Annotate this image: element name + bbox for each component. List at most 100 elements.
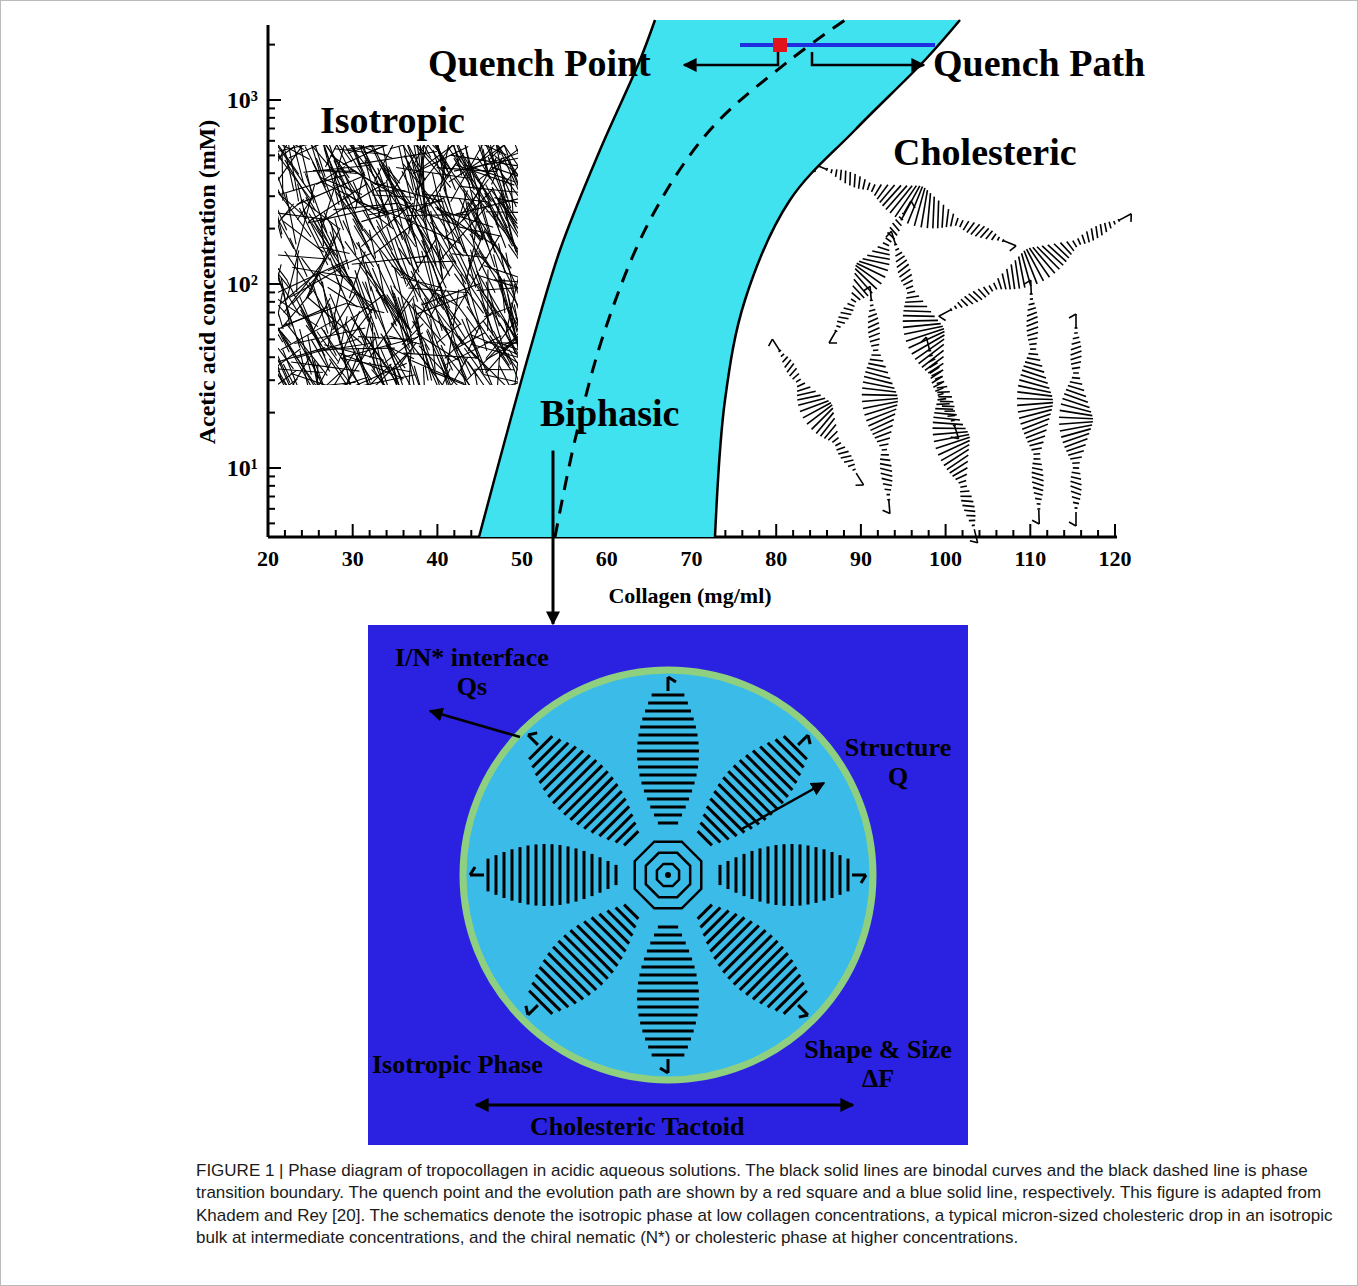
line-mark	[734, 765, 778, 809]
line-mark	[501, 336, 518, 349]
line-mark	[567, 846, 570, 903]
line-mark	[905, 301, 923, 302]
line-mark	[1061, 429, 1091, 437]
line-mark	[509, 145, 518, 190]
line-mark	[1024, 280, 1031, 284]
line-mark	[333, 145, 345, 186]
line-mark	[1030, 298, 1033, 300]
line-mark	[873, 349, 878, 351]
line-mark	[1035, 498, 1042, 499]
tick-label: 110	[1014, 547, 1046, 572]
line-mark	[955, 218, 958, 226]
line-mark	[870, 359, 883, 361]
line-mark	[847, 859, 850, 892]
line-mark	[415, 261, 456, 262]
line-mark	[1032, 468, 1043, 470]
y-tick	[268, 312, 275, 314]
line-mark	[889, 500, 890, 514]
x-tick	[809, 530, 811, 537]
line-mark	[1017, 403, 1053, 406]
line-mark	[938, 394, 944, 396]
line-mark	[1100, 224, 1102, 235]
line-mark	[278, 261, 289, 287]
cholesteric-tactoids	[769, 164, 1132, 543]
line-mark	[640, 726, 696, 729]
line-mark	[867, 183, 869, 190]
line-mark	[641, 782, 694, 785]
line-mark	[395, 196, 409, 222]
line-mark	[1017, 398, 1053, 401]
line-mark	[896, 220, 902, 226]
line-mark	[1019, 410, 1052, 419]
line-mark	[1072, 342, 1081, 345]
line-mark	[871, 354, 880, 356]
line-mark	[470, 234, 492, 269]
line-mark	[885, 488, 892, 490]
line-mark	[575, 848, 578, 901]
line-mark	[416, 317, 432, 381]
line-mark	[863, 179, 865, 189]
line-mark	[322, 282, 330, 327]
line-mark	[278, 145, 291, 198]
line-mark	[903, 315, 935, 317]
line-mark	[460, 186, 518, 193]
line-mark	[823, 849, 826, 900]
line-mark	[933, 422, 963, 424]
line-mark	[856, 473, 863, 485]
line-mark	[992, 234, 996, 240]
line-mark	[1027, 358, 1040, 360]
line-mark	[319, 219, 333, 246]
line-mark	[852, 469, 855, 470]
line-mark	[880, 459, 890, 460]
line-mark	[1015, 260, 1019, 288]
line-mark	[408, 161, 418, 197]
line-mark	[1029, 303, 1035, 304]
line-mark	[358, 359, 376, 385]
line-mark	[278, 254, 328, 259]
region-label: Biphasic	[540, 392, 679, 435]
line-mark	[343, 196, 363, 228]
line-mark	[863, 382, 895, 388]
line-mark	[1073, 372, 1079, 374]
line-mark	[391, 266, 457, 306]
line-mark	[869, 309, 875, 311]
line-mark	[499, 243, 505, 273]
line-mark	[487, 859, 490, 892]
tick-label: 10²	[227, 271, 258, 298]
line-mark	[767, 846, 770, 903]
line-mark	[868, 314, 877, 317]
line-mark	[951, 214, 954, 227]
line-mark	[1071, 477, 1081, 480]
line-mark	[267, 25, 270, 537]
line-mark	[1033, 487, 1043, 490]
line-mark	[384, 337, 413, 385]
x-tick	[928, 530, 930, 537]
quench-path-line	[740, 43, 935, 47]
line-mark	[882, 478, 893, 481]
tick-label: 120	[1099, 547, 1132, 572]
x-tick	[1114, 524, 1116, 537]
y-tick	[268, 379, 275, 381]
line-mark	[426, 203, 444, 259]
line-mark	[358, 337, 412, 340]
line-mark	[841, 456, 852, 458]
line-mark	[544, 751, 583, 790]
line-mark	[1109, 222, 1111, 229]
line-mark	[1071, 486, 1082, 490]
line-mark	[422, 302, 448, 371]
line-mark	[1130, 214, 1132, 222]
line-mark	[479, 251, 503, 290]
line-mark	[278, 292, 318, 326]
line-mark	[311, 145, 320, 174]
x-tick	[335, 530, 337, 537]
line-mark	[278, 204, 294, 228]
line-mark	[989, 286, 993, 292]
line-mark	[863, 402, 898, 409]
line-mark	[938, 396, 952, 398]
line-mark	[1032, 482, 1043, 486]
line-mark	[570, 930, 612, 972]
line-mark	[875, 432, 892, 438]
line-mark	[955, 306, 957, 309]
tick-label: 50	[511, 547, 533, 572]
line-mark	[937, 391, 950, 393]
